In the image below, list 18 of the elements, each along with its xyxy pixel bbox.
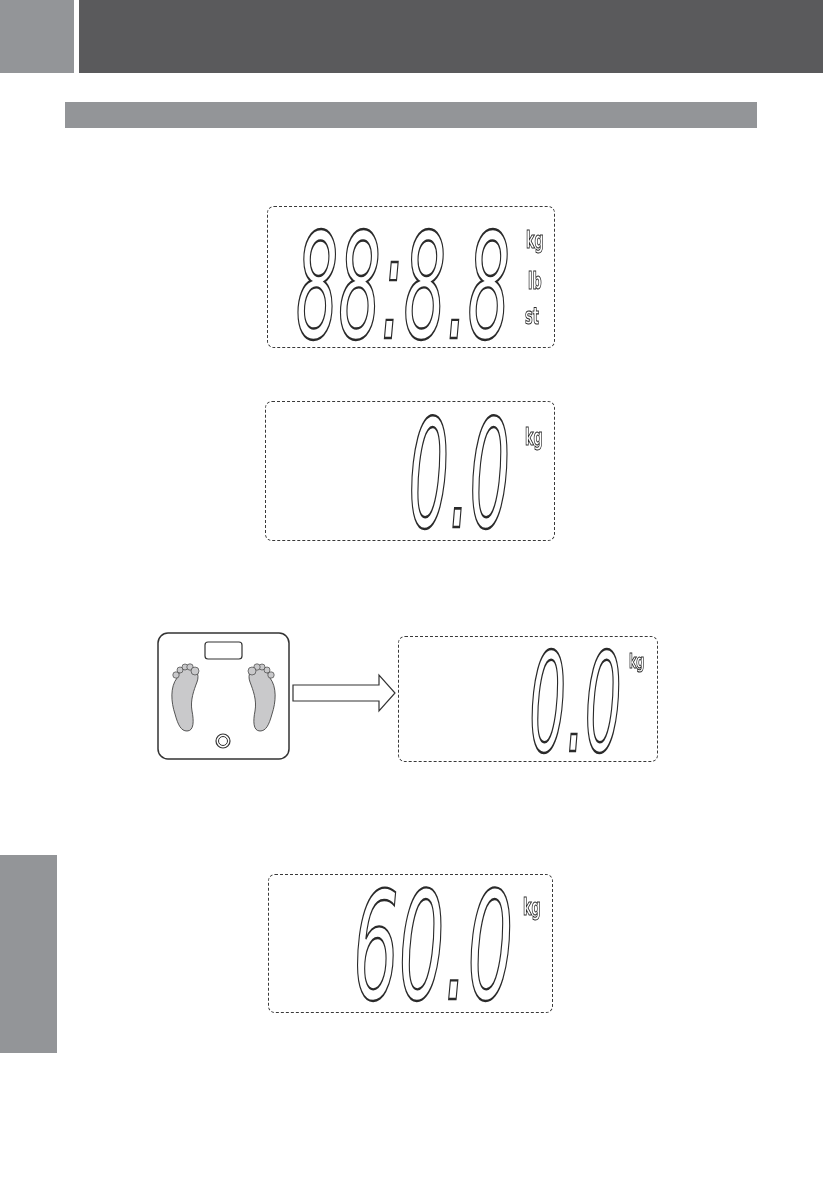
bathroom-scale-drawing [157, 632, 290, 760]
lcd-reading: 60.0 [351, 885, 515, 1011]
unit-label: kg [628, 651, 646, 672]
lcd-display-panel [268, 874, 553, 1013]
block-arrow [292, 673, 396, 713]
lcd-display-panel [398, 636, 658, 762]
section-heading-bar [65, 102, 757, 128]
unit-label: kg [522, 897, 542, 921]
lcd-reading: 88:8.8 [294, 227, 512, 350]
lcd-display-panel [267, 206, 555, 348]
lcd-reading: 0.0 [407, 415, 512, 541]
lcd-reading: 0.0 [528, 647, 623, 762]
unit-label: kg [525, 230, 545, 254]
unit-label: st [524, 306, 540, 330]
side-tab [0, 855, 57, 1053]
unit-label: lb [527, 271, 543, 295]
unit-label: kg [524, 427, 544, 451]
lcd-display-panel [265, 401, 555, 541]
